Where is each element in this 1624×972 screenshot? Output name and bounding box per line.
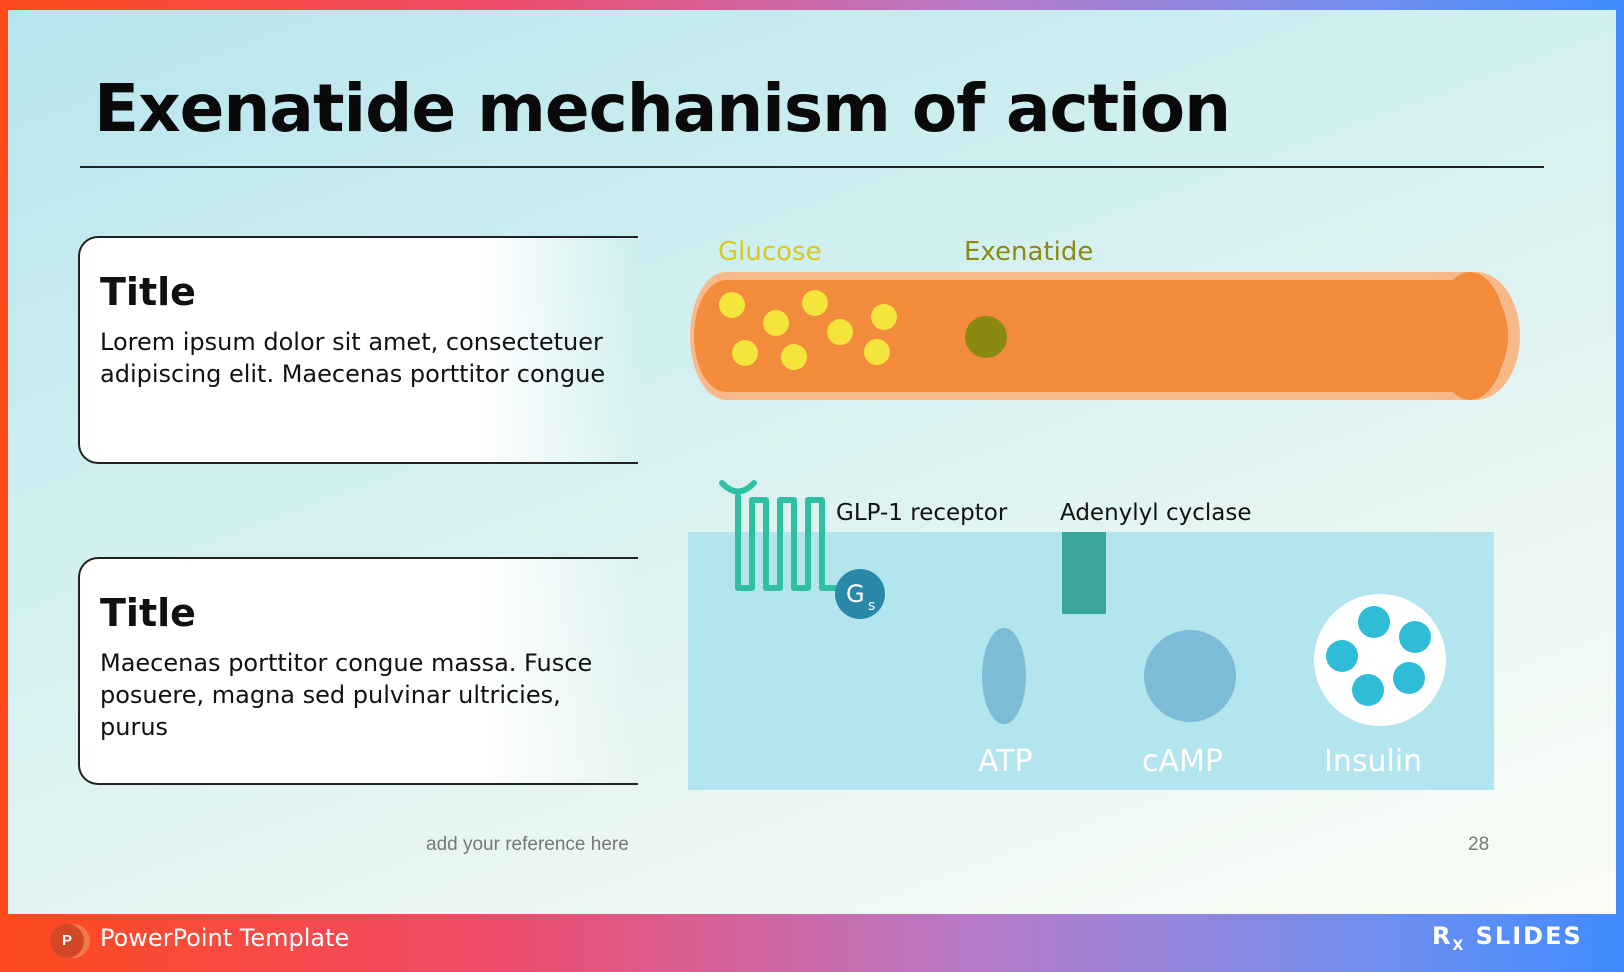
card-1-body: Lorem ipsum dolor sit amet, consectetuer…	[100, 328, 606, 388]
info-card-2: Title Maecenas porttitor congue massa. F…	[50, 557, 638, 785]
exenatide-diagram: Glucose Exenatide G s GLP-1 receptor Ade…	[688, 237, 1520, 790]
gs-protein	[835, 569, 885, 619]
slide: Exenatide mechanism of action Title Lore…	[8, 10, 1616, 914]
card-1-title: Title	[100, 270, 196, 314]
page-number: 28	[1468, 834, 1490, 855]
card-2-title: Title	[100, 591, 196, 635]
glucose-molecules	[719, 290, 897, 370]
powerpoint-icon: P	[50, 924, 84, 958]
title-divider	[80, 166, 1544, 168]
bottom-bar: P PowerPoint Template RX SLIDES	[0, 914, 1624, 972]
slide-title: Exenatide mechanism of action	[94, 70, 1231, 147]
info-card-1: Title Lorem ipsum dolor sit amet, consec…	[50, 236, 638, 464]
rxslides-logo: RX SLIDES	[1432, 922, 1583, 954]
exenatide-label: Exenatide	[964, 237, 1093, 267]
adenylyl-cyclase-label: Adenylyl cyclase	[1060, 500, 1252, 526]
insulin-label: Insulin	[1324, 744, 1422, 779]
blood-vessel	[690, 272, 1520, 400]
reference-text: add your reference here	[426, 834, 629, 855]
exenatide-molecule	[965, 316, 1007, 358]
camp-label: cAMP	[1142, 744, 1223, 779]
glp1-receptor-icon	[719, 480, 851, 591]
adenylyl-cyclase	[1062, 532, 1106, 614]
insulin-granules	[1326, 606, 1431, 706]
brand-x: X	[1452, 938, 1466, 954]
gs-subscript: s	[868, 598, 875, 614]
template-label: PowerPoint Template	[100, 924, 350, 952]
glucose-label: Glucose	[718, 237, 822, 267]
atp-label: ATP	[978, 744, 1033, 779]
camp-molecule	[1144, 630, 1236, 722]
brand-slides: SLIDES	[1475, 922, 1583, 950]
gs-label: G	[846, 580, 865, 608]
atp-molecule	[982, 628, 1026, 724]
glp1-receptor-label: GLP-1 receptor	[836, 500, 1008, 526]
card-2-body: Maecenas porttitor congue massa. Fusce p…	[100, 649, 593, 741]
brand-r: R	[1432, 922, 1453, 950]
